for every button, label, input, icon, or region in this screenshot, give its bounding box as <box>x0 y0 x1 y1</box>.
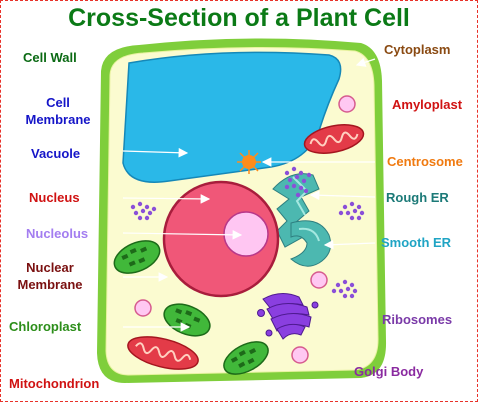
chloroplast-3 <box>223 341 269 375</box>
mitochondrion-2 <box>127 336 199 370</box>
golgi-body <box>257 293 319 340</box>
label-vacuole: Vacuole <box>31 146 81 161</box>
label-smooth-er: Smooth ER <box>381 235 452 250</box>
nucleolus <box>223 211 269 257</box>
vacuole <box>122 51 342 183</box>
label-cell-membrane-line1: Cell <box>46 95 70 110</box>
ribosome-cluster-2 <box>338 201 365 221</box>
amyloplast <box>338 95 356 113</box>
nucleus <box>162 180 280 298</box>
label-mitochondrion: Mitochondrion <box>9 376 100 391</box>
vesicle-2 <box>134 299 152 317</box>
label-cytoplasm: Cytoplasm <box>384 42 451 57</box>
smooth-er <box>290 220 332 267</box>
label-ribosomes: Ribosomes <box>382 312 453 327</box>
vesicle-3 <box>291 346 309 364</box>
label-nuclear-membrane: Nuclear Membrane <box>11 259 89 293</box>
label-nucleolus: Nucleolus <box>26 226 89 241</box>
label-nuclear-membrane-line1: Nuclear <box>26 260 74 275</box>
label-nucleus: Nucleus <box>29 190 80 205</box>
label-chloroplast: Chloroplast <box>9 319 82 334</box>
ribosome-cluster-3 <box>331 279 358 299</box>
label-centrosome: Centrosome <box>387 154 463 169</box>
label-cell-membrane-line2: Membrane <box>25 112 91 127</box>
ribosome-cluster-1 <box>130 201 157 221</box>
vesicle-1 <box>310 271 328 289</box>
label-cell-wall: Cell Wall <box>23 50 77 65</box>
label-golgi-body: Golgi Body <box>354 364 424 379</box>
label-rough-er: Rough ER <box>386 190 449 205</box>
rough-er-ribosomes <box>284 166 312 198</box>
pointer-lines <box>122 57 376 332</box>
label-amyloplast: Amyloplast <box>392 97 463 112</box>
diagram-title: Cross-Section of a Plant Cell <box>68 4 410 32</box>
chloroplast-1 <box>113 240 161 274</box>
label-cell-membrane: Cell Membrane <box>13 94 103 128</box>
label-nuclear-membrane-line2: Membrane <box>17 277 83 292</box>
centrosome <box>237 150 261 174</box>
mitochondrion-1 <box>303 124 365 154</box>
